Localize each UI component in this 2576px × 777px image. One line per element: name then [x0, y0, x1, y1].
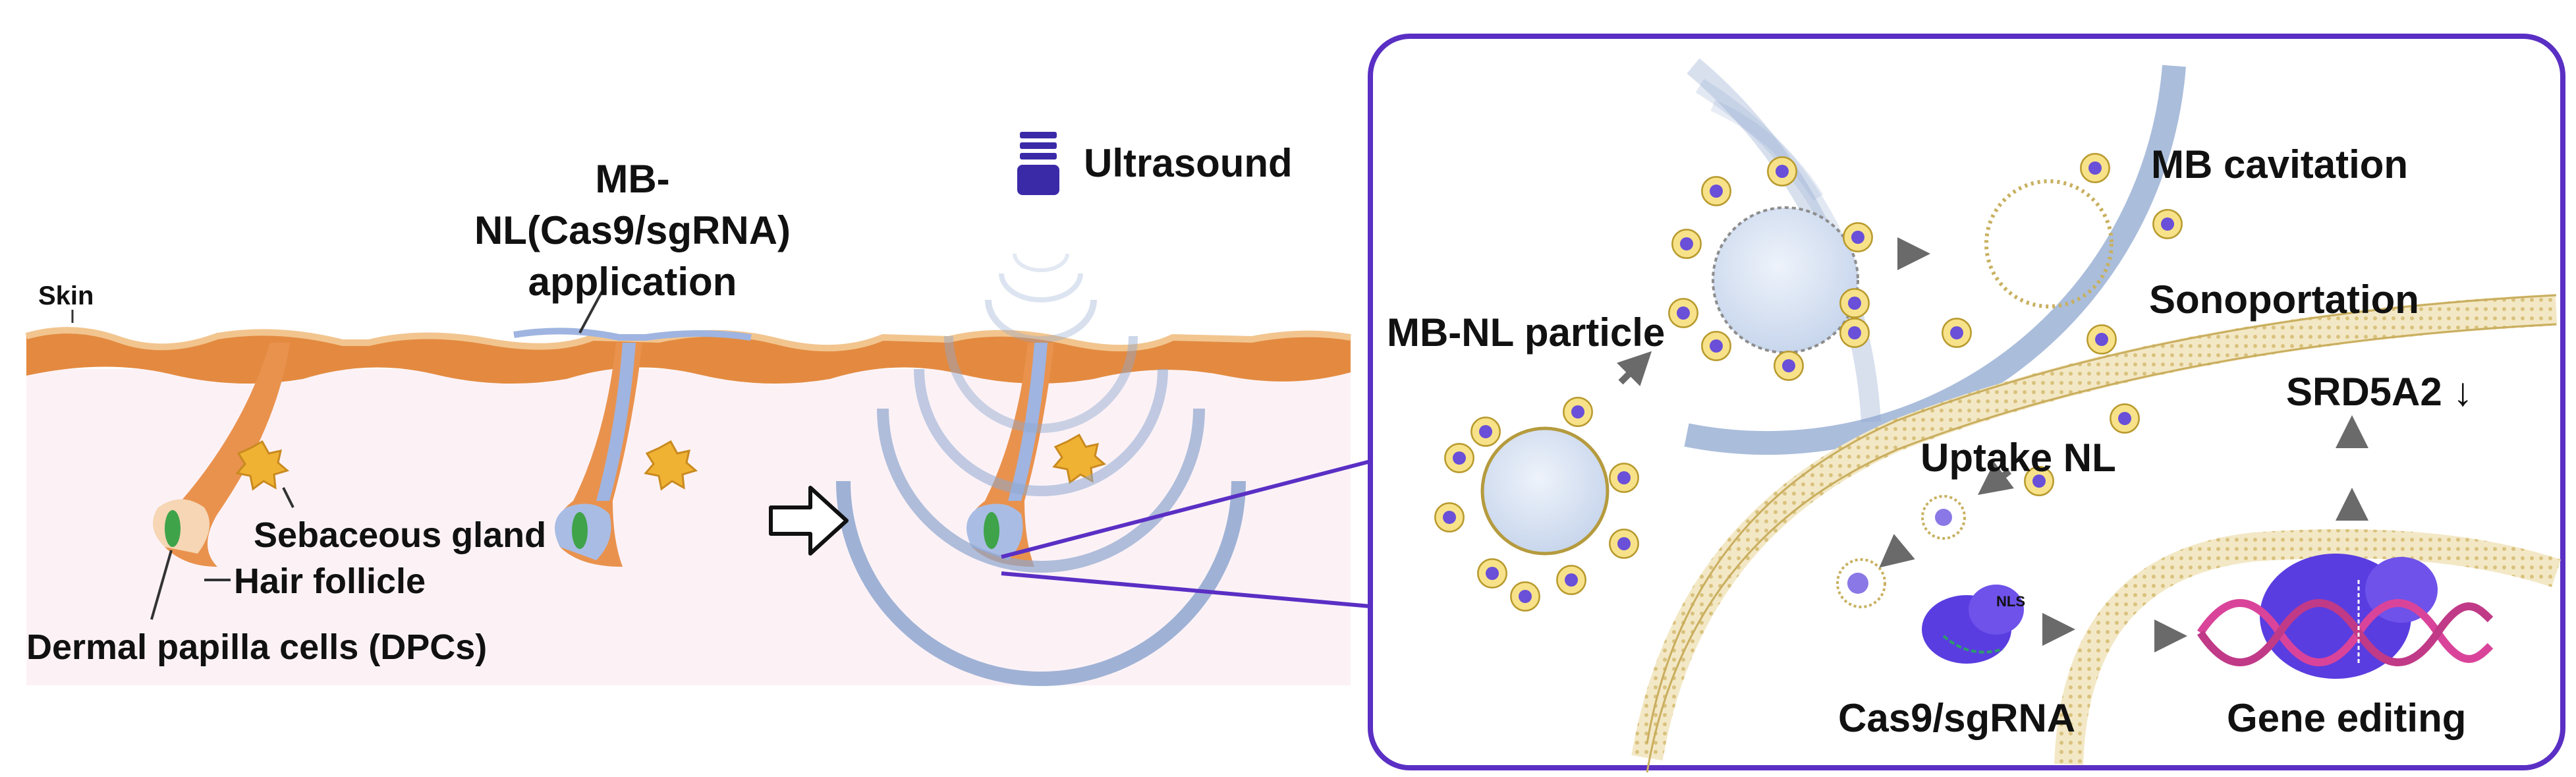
mb-nl-particle: [1434, 397, 1639, 612]
label-dpc: Dermal papilla cells (DPCs): [26, 627, 487, 667]
label-cas9-sgrna: Cas9/sgRNA: [1838, 696, 2075, 740]
label-mb-nl-particle: MB-NL particle: [1387, 310, 1665, 355]
dpc-1: [165, 510, 181, 547]
label-sebaceous-gland: Sebaceous gland: [254, 515, 546, 555]
mb-in-ultrasound: [1668, 156, 1873, 381]
leader-mbnl: [578, 289, 604, 333]
dpc-2: [572, 512, 588, 549]
ultrasound-transducer-icon: [1017, 132, 1059, 195]
label-hair-follicle: Hair follicle: [234, 561, 426, 601]
mb-nl-layer: [513, 328, 752, 341]
leader-sebaceous: [282, 487, 294, 508]
cavitated-bubble: [1942, 153, 2183, 355]
hair-follicle-1: [153, 343, 290, 567]
sebaceous-gland-2: [644, 440, 698, 491]
hair-follicle-3: [966, 343, 1107, 567]
label-mbnl-1: MB-: [595, 157, 669, 201]
zoom-line-bottom: [1001, 571, 1371, 608]
flow-arrows: [1617, 237, 2368, 652]
ultrasound-waves: [836, 253, 1246, 686]
sebaceous-gland-1: [235, 440, 290, 491]
zoom-panel: NLS: [1368, 34, 2565, 773]
label-srd5a2: SRD5A2 ↓: [2286, 370, 2473, 414]
skin-section: [25, 132, 1371, 686]
released-particle: [1836, 558, 1886, 608]
label-skin: Skin: [38, 281, 94, 310]
hair-follicle-2: [555, 343, 698, 567]
hollow-arrow-icon: [769, 486, 849, 556]
skin-top-line: [25, 327, 1351, 352]
leader-dpc: [150, 550, 173, 620]
zoom-line-top: [1001, 459, 1371, 559]
label-gene-editing: Gene editing: [2227, 696, 2466, 740]
label-uptake-nl: Uptake NL: [1920, 436, 2116, 480]
cell-membrane: [1631, 294, 2558, 761]
uptake-particle: [1921, 495, 1966, 540]
dpc-3: [984, 512, 999, 549]
label-mbnl-2: NL(Cas9/sgRNA): [474, 208, 791, 252]
label-mbnl-3: application: [528, 260, 737, 304]
label-mb-cavitation: MB cavitation: [2151, 142, 2408, 187]
label-ultrasound: Ultrasound: [1084, 141, 1293, 185]
dna-gene-editing: [2197, 554, 2494, 679]
cas9-sgrna-complex: NLS: [1922, 585, 2025, 664]
label-sonoportation: Sonoportation: [2149, 277, 2419, 322]
nuclear-membrane: [2054, 529, 2561, 765]
label-nls: NLS: [1996, 593, 2025, 610]
